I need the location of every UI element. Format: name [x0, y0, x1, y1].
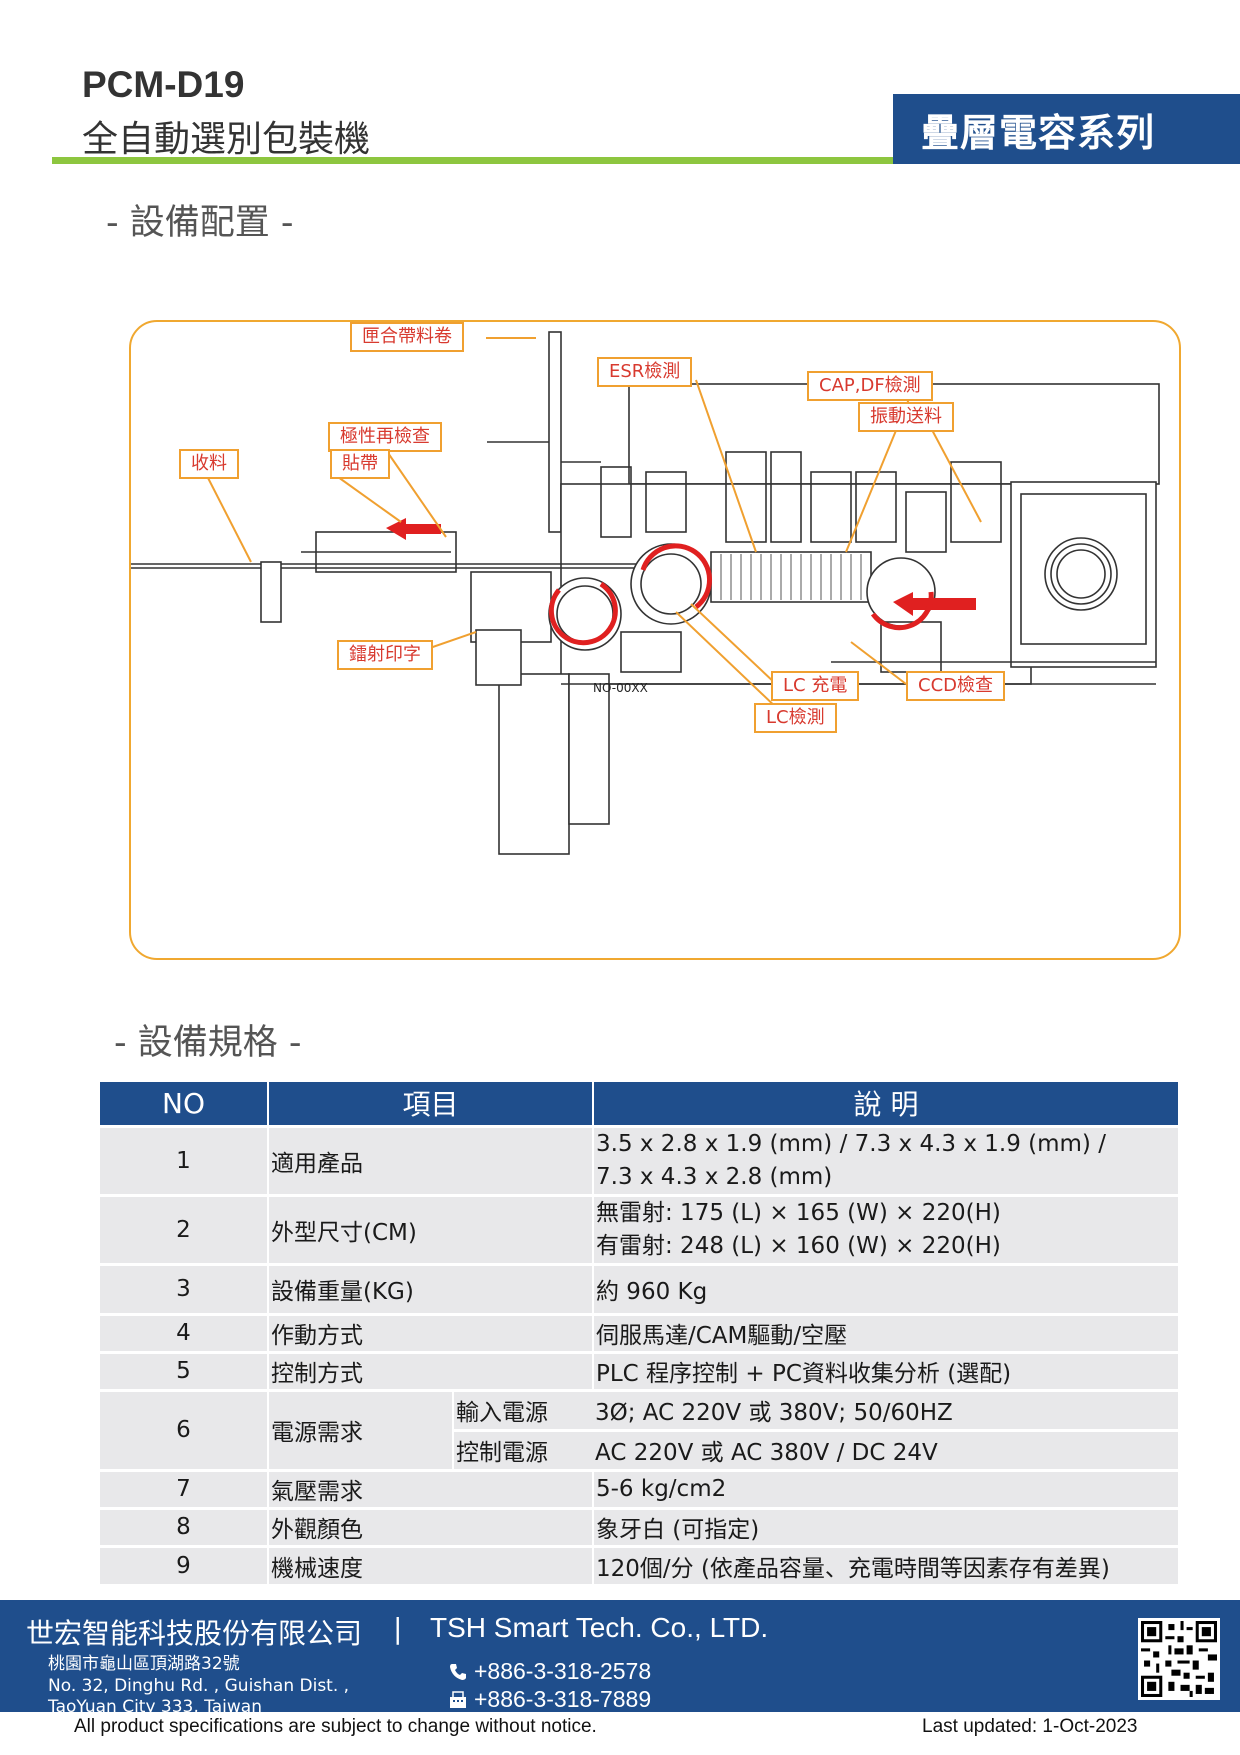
table-row: 控制電源 AC 220V 或 AC 380V / DC 24V	[100, 1428, 1178, 1470]
company-name-zh: 世宏智能科技股份有限公司	[26, 1617, 363, 1650]
table-header-row: NO 項目 說 明	[100, 1082, 1178, 1126]
row-subitem: 輸入電源	[453, 1388, 593, 1430]
row-desc: AC 220V 或 AC 380V / DC 24V	[593, 1428, 1178, 1470]
callout-vibration-feed: 振動送料	[858, 402, 954, 432]
machine-drawing: NO-00XX	[131, 331, 1160, 855]
desc-line: 無雷射: 175 (L) × 165 (W) × 220(H)	[596, 1199, 1001, 1226]
row-desc: 伺服馬達/CAM驅動/空壓	[593, 1312, 1178, 1352]
row-desc: 象牙白 (可指定)	[593, 1506, 1178, 1546]
section-title-spec: - 設備規格 -	[114, 1023, 302, 1063]
callout-esr-test: ESR檢測	[597, 357, 693, 387]
footer-divider: |	[393, 1612, 403, 1645]
callout-taping: 貼帶	[330, 449, 390, 479]
desc-line: 3.5 x 2.8 x 1.9 (mm) / 7.3 x 4.3 x 1.9 (…	[596, 1130, 1106, 1157]
row-no: 7	[100, 1468, 269, 1508]
fax-number: +886-3-318-7889	[474, 1686, 652, 1712]
table-row: 3 設備重量(KG) 約 960 Kg	[100, 1262, 1178, 1314]
row-item: 控制方式	[268, 1350, 594, 1390]
desc-line: 7.3 x 4.3 x 2.8 (mm)	[596, 1163, 833, 1190]
row-no: 4	[100, 1312, 269, 1352]
row-desc: 120個/分 (依產品容量、充電時間等因素存有差異)	[593, 1544, 1178, 1584]
row-item: 適用產品	[268, 1124, 594, 1195]
table-row: 2 外型尺寸(CM) 無雷射: 175 (L) × 165 (W) × 220(…	[100, 1193, 1178, 1264]
section-title-layout: - 設備配置 -	[106, 203, 294, 243]
header-divider	[52, 157, 894, 164]
row-desc: 無雷射: 175 (L) × 165 (W) × 220(H) 有雷射: 248…	[593, 1193, 1178, 1264]
row-desc: 3Ø; AC 220V 或 380V; 50/60HZ	[593, 1388, 1178, 1430]
callout-lc-test: LC檢測	[754, 703, 837, 733]
row-item: 外觀顏色	[268, 1506, 594, 1546]
callout-laser-marking: 鐳射印字	[337, 640, 433, 670]
phone-icon	[450, 1663, 466, 1680]
last-updated: Last updated: 1-Oct-2023	[922, 1716, 1138, 1737]
row-no: 6	[100, 1388, 269, 1470]
phone-number: +886-3-318-2578	[474, 1658, 652, 1684]
row-desc: PLC 程序控制 + PC資料收集分析 (選配)	[593, 1350, 1178, 1390]
equipment-layout-diagram: NO-00XX 匣合帶料卷 ESR檢測 CAP,DF檢測 振動送料 極性再檢查 …	[129, 320, 1181, 960]
disclaimer-notice: All product specifications are subject t…	[74, 1716, 597, 1737]
row-item: 作動方式	[268, 1312, 594, 1352]
machine-serial-label: NO-00XX	[593, 681, 648, 695]
callout-cap-df-test: CAP,DF檢測	[807, 371, 933, 401]
row-no: 8	[100, 1506, 269, 1546]
header-desc: 說 明	[593, 1082, 1178, 1126]
callout-lc-charge: LC 充電	[771, 671, 860, 701]
row-no: 5	[100, 1350, 269, 1390]
row-desc: 5-6 kg/cm2	[593, 1468, 1178, 1508]
spec-table: NO 項目 說 明 1 適用產品 3.5 x 2.8 x 1.9 (mm) / …	[100, 1082, 1178, 1584]
series-badge: 疊層電容系列	[893, 94, 1240, 164]
header-no: NO	[100, 1082, 269, 1126]
row-no: 2	[100, 1193, 269, 1264]
row-item: 設備重量(KG)	[268, 1262, 594, 1314]
company-name-en: TSH Smart Tech. Co., LTD.	[430, 1612, 769, 1643]
model-number: PCM-D19	[82, 64, 245, 105]
row-no: 3	[100, 1262, 269, 1314]
row-desc: 約 960 Kg	[593, 1262, 1178, 1314]
table-row: 5 控制方式 PLC 程序控制 + PC資料收集分析 (選配)	[100, 1350, 1178, 1390]
table-row: 7 氣壓需求 5-6 kg/cm2	[100, 1468, 1178, 1508]
row-item: 氣壓需求	[268, 1468, 594, 1508]
phone-contact: +886-3-318-2578	[448, 1658, 651, 1685]
row-item: 電源需求	[268, 1388, 454, 1470]
row-desc: 3.5 x 2.8 x 1.9 (mm) / 7.3 x 4.3 x 1.9 (…	[593, 1124, 1178, 1195]
callout-ccd-inspection: CCD檢查	[906, 671, 1005, 701]
table-row: 1 適用產品 3.5 x 2.8 x 1.9 (mm) / 7.3 x 4.3 …	[100, 1124, 1178, 1195]
table-row: 8 外觀顏色 象牙白 (可指定)	[100, 1506, 1178, 1546]
row-no: 9	[100, 1544, 269, 1584]
fax-contact: +886-3-318-7889	[448, 1686, 651, 1713]
callout-take-up: 收料	[179, 449, 239, 479]
desc-line: 有雷射: 248 (L) × 160 (W) × 220(H)	[596, 1232, 1001, 1259]
address-zh: 桃園市龜山區頂湖路32號	[48, 1654, 240, 1674]
row-item: 外型尺寸(CM)	[268, 1193, 594, 1264]
row-item: 機械速度	[268, 1544, 594, 1584]
fax-icon	[450, 1690, 466, 1708]
callout-polarity-recheck: 極性再檢查	[328, 422, 442, 452]
row-subitem: 控制電源	[453, 1428, 593, 1470]
table-row: 6 電源需求 輸入電源 3Ø; AC 220V 或 380V; 50/60HZ	[100, 1388, 1178, 1470]
product-name: 全自動選別包裝機	[82, 119, 371, 160]
callout-box-tape-reel: 匣合帶料卷	[350, 322, 464, 352]
footer-bottom-strip	[0, 1712, 1240, 1755]
qr-code-icon	[1138, 1618, 1220, 1700]
flow-arrows	[386, 518, 976, 616]
header-item: 項目	[268, 1082, 594, 1126]
table-row: 4 作動方式 伺服馬達/CAM驅動/空壓	[100, 1312, 1178, 1352]
row-no: 1	[100, 1124, 269, 1195]
address-en-line1: No. 32, Dinghu Rd. , Guishan Dist. ,	[48, 1676, 350, 1696]
table-row: 9 機械速度 120個/分 (依產品容量、充電時間等因素存有差異)	[100, 1544, 1178, 1584]
